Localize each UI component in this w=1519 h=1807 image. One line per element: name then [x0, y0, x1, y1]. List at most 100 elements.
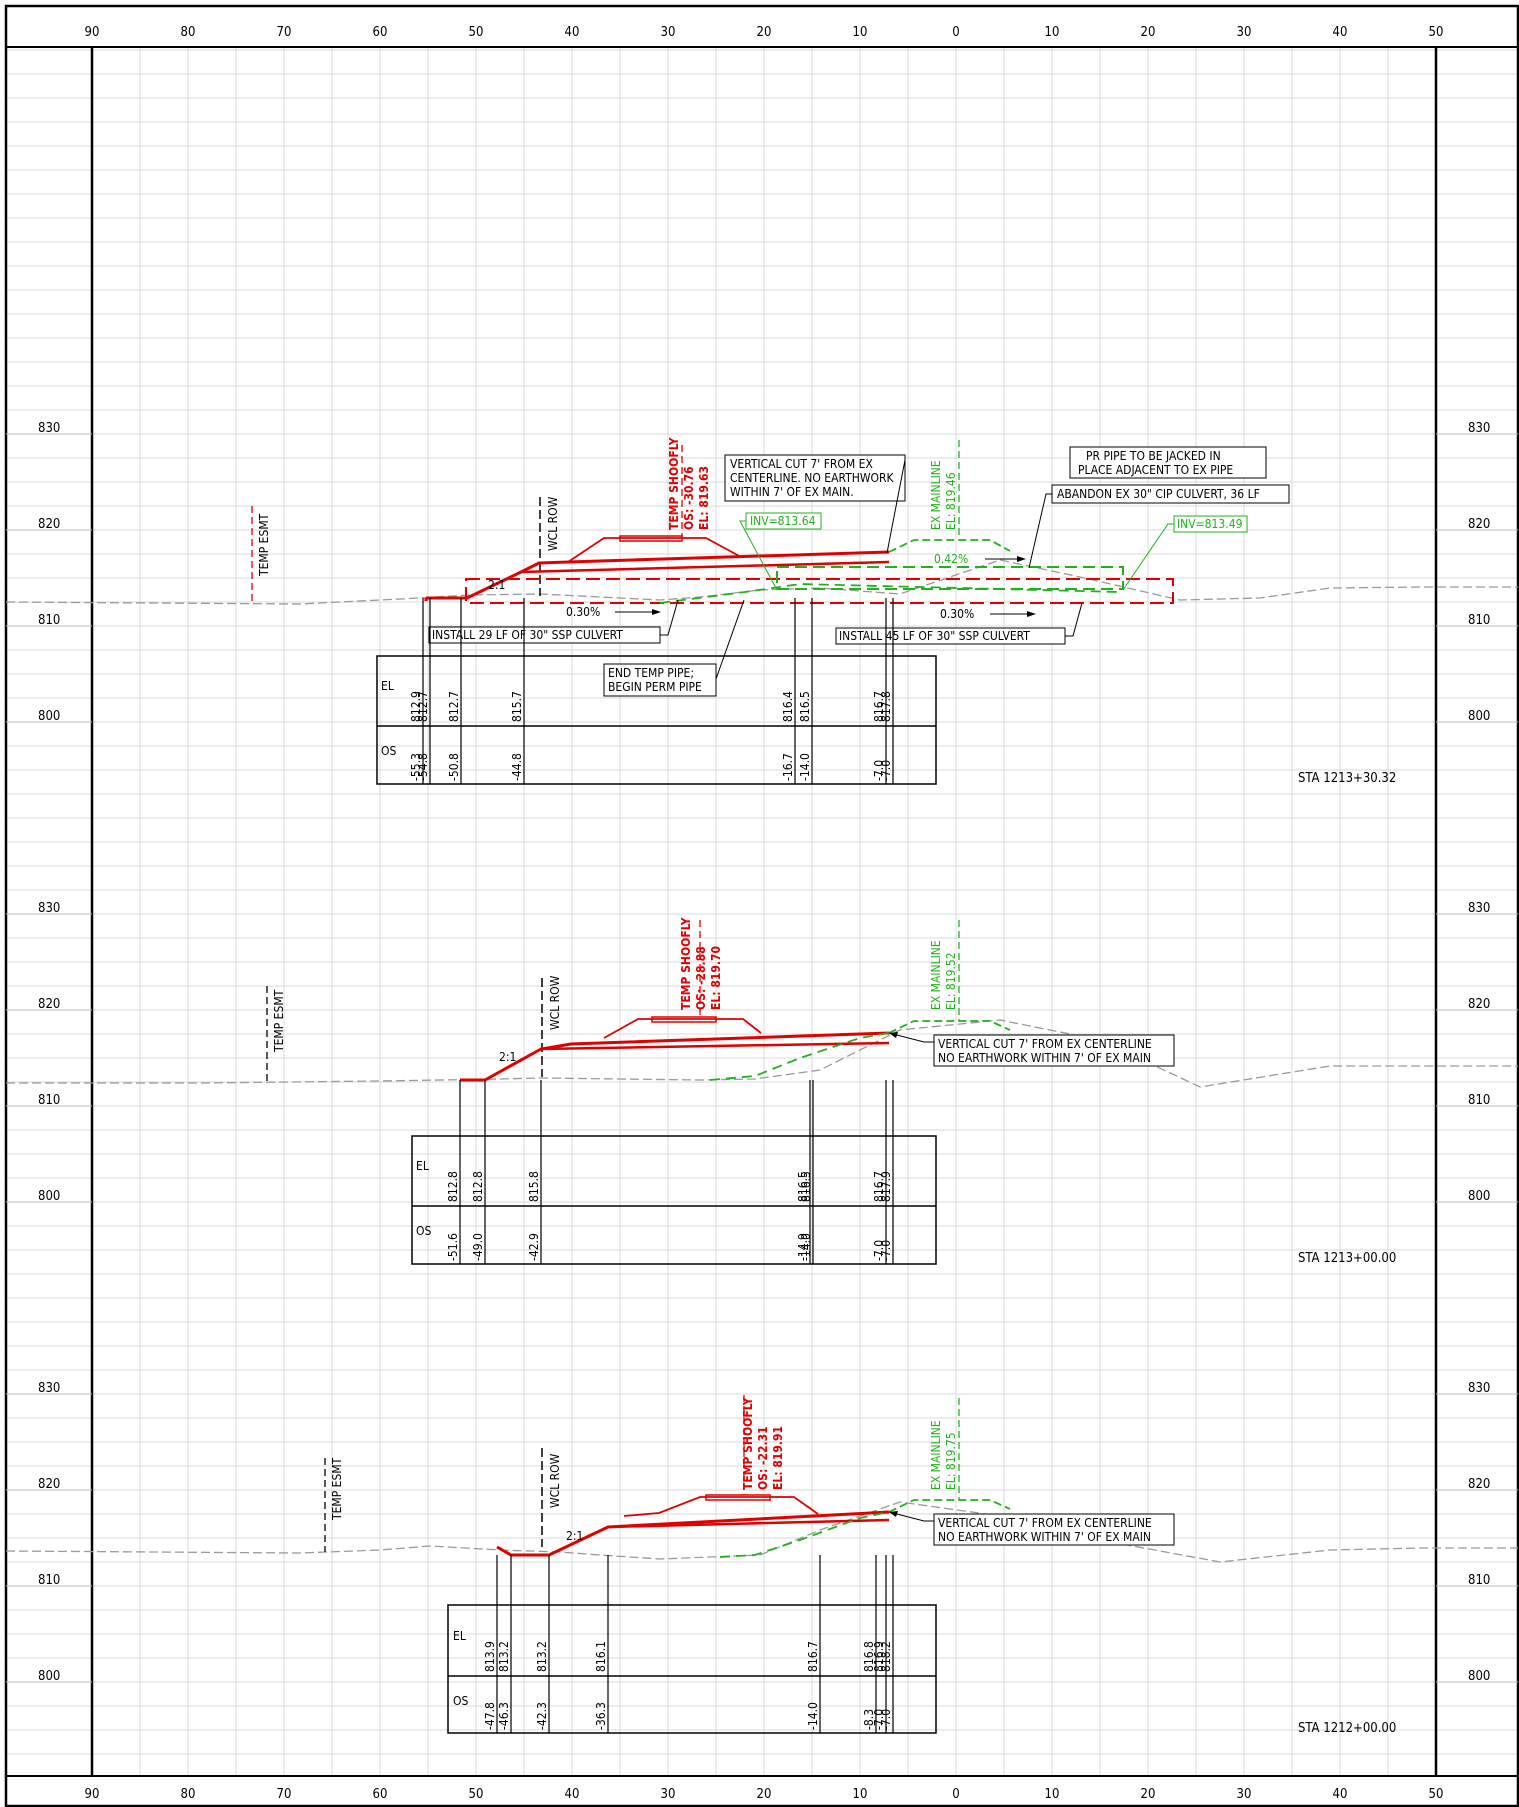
proposed-subgrade-line: [540, 1041, 890, 1051]
existing-mainline-ballast: [888, 539, 1011, 553]
station-label: STA 1213+30.32: [1298, 771, 1396, 786]
elevation-label: 810: [38, 1573, 60, 1588]
elevation-label: 810: [38, 1093, 60, 1108]
grade-mid: 0.42%: [934, 552, 1026, 566]
svg-text:INV=813.49: INV=813.49: [1177, 517, 1243, 531]
shoofly-ballast: [567, 537, 742, 563]
svg-text:NO EARTHWORK WITHIN 7' OF EX M: NO EARTHWORK WITHIN 7' OF EX MAIN: [938, 1530, 1151, 1544]
shoofly-ballast: [623, 1496, 819, 1517]
table-os-value: -44.8: [510, 753, 524, 781]
elevation-label: 800: [1468, 1669, 1490, 1684]
elevation-label: 810: [1468, 1093, 1490, 1108]
offset-tick-label: 70: [277, 25, 292, 40]
elevation-label: 820: [38, 1477, 60, 1492]
data-table-2: EL OS 812.8-51.6812.8-49.0815.8-42.9816.…: [411, 1080, 937, 1265]
table-os-value: -7.0: [872, 760, 886, 781]
mainline-elevation: EL: 819.75: [944, 1432, 958, 1490]
table-el-value: 813.2: [497, 1641, 511, 1672]
station-label: STA 1212+00.00: [1298, 1721, 1396, 1736]
table-os-value: -7.0: [872, 1709, 886, 1730]
table-os-value: -7.0: [872, 1240, 886, 1261]
table-os-value: -50.8: [447, 753, 461, 781]
existing-subgrade-line: [719, 1511, 890, 1558]
table-el-value: 818.2: [879, 1641, 893, 1672]
svg-text:PLACE ADJACENT TO EX PIPE: PLACE ADJACENT TO EX PIPE: [1078, 463, 1233, 477]
proposed-subgrade-line: [520, 560, 890, 574]
svg-text:EL: EL: [416, 1159, 429, 1173]
offset-axis-labels: 9090808070706060505040403030202010100010…: [85, 25, 1444, 1802]
table-el-value: 812.7: [416, 691, 430, 722]
table-os-value: -46.3: [497, 1702, 511, 1730]
shoofly-ties: [651, 1016, 717, 1023]
svg-text:ABANDON EX 30" CIP CULVERT, 36: ABANDON EX 30" CIP CULVERT, 36 LF: [1057, 487, 1260, 501]
table-el-value: 816.9: [872, 1641, 886, 1672]
offset-tick-label: 40: [565, 25, 580, 40]
note-vertical-cut: VERTICAL CUT 7' FROM EX CENTERLINE NO EA…: [888, 1032, 1175, 1067]
table-os-value: -36.3: [594, 1702, 608, 1730]
elevation-label: 830: [1468, 901, 1490, 916]
svg-text:WITHIN 7' OF EX MAIN.: WITHIN 7' OF EX MAIN.: [730, 485, 854, 499]
offset-tick-label: 10: [853, 1787, 868, 1802]
note-inv-left: INV=813.64: [739, 512, 822, 591]
note-vertical-cut: VERTICAL CUT 7' FROM EX CENTERLINE NO EA…: [888, 1511, 1175, 1546]
elevation-label: 810: [1468, 613, 1490, 628]
table-el-value: 812.7: [447, 691, 461, 722]
offset-tick-label: 30: [1237, 25, 1252, 40]
shoofly-offset: OS: -30.76: [682, 466, 696, 530]
offset-tick-label: 20: [1141, 1787, 1156, 1802]
offset-tick-label: 20: [757, 1787, 772, 1802]
elevation-label: 800: [38, 1669, 60, 1684]
svg-text:0.42%: 0.42%: [934, 552, 968, 566]
offset-tick-label: 10: [1045, 1787, 1060, 1802]
table-el-value: 816.1: [594, 1641, 608, 1672]
shoofly-title: TEMP SHOOFLY: [679, 917, 693, 1010]
grid-lines: [6, 47, 1518, 1776]
table-os-value: -51.6: [446, 1233, 460, 1261]
grade-left: 0.30%: [566, 605, 661, 619]
table-el-value: 813.9: [483, 1641, 497, 1672]
offset-tick-label: 60: [373, 25, 388, 40]
temp-esmt-label: TEMP ESMT: [330, 1457, 344, 1521]
note-end-temp-pipe: END TEMP PIPE; BEGIN PERM PIPE: [603, 599, 745, 697]
svg-text:OS: OS: [453, 1694, 468, 1708]
data-table-1: EL OS 812.9-55.3812.7-54.8812.7-50.8815.…: [376, 598, 937, 785]
note-pr-pipe: PR PIPE TO BE JACKED IN PLACE ADJACENT T…: [1069, 446, 1267, 479]
svg-text:BEGIN PERM PIPE: BEGIN PERM PIPE: [608, 680, 702, 694]
mainline-elevation: EL: 819.46: [944, 472, 958, 530]
offset-tick-label: 10: [853, 25, 868, 40]
shoofly-offset: OS: -28.88: [694, 946, 708, 1010]
wcl-row-label: WCL ROW: [546, 496, 560, 551]
shoofly-ballast: [603, 1018, 762, 1039]
offset-tick-label: 0: [952, 1787, 959, 1802]
shoofly-ties: [619, 535, 683, 542]
offset-tick-label: 80: [181, 1787, 196, 1802]
elevation-label: 830: [38, 1381, 60, 1396]
elevation-label: 800: [38, 709, 60, 724]
offset-tick-label: 40: [565, 1787, 580, 1802]
elevation-label: 820: [1468, 1477, 1490, 1492]
slope-ratio-label: 2:1: [499, 1050, 516, 1064]
table-el-value: 815.7: [510, 691, 524, 722]
table-el-value: 816.7: [872, 691, 886, 722]
elevation-label: 820: [1468, 997, 1490, 1012]
offset-tick-label: 80: [181, 25, 196, 40]
svg-text:NO EARTHWORK WITHIN 7' OF EX M: NO EARTHWORK WITHIN 7' OF EX MAIN: [938, 1051, 1151, 1065]
offset-tick-label: 40: [1333, 1787, 1348, 1802]
existing-mainline-ballast: [888, 1499, 1011, 1513]
shoofly-offset: OS: -22.31: [756, 1426, 770, 1490]
svg-text:INSTALL 45 LF OF 30" SSP CULVE: INSTALL 45 LF OF 30" SSP CULVERT: [839, 629, 1030, 643]
wcl-row-label: WCL ROW: [548, 975, 562, 1030]
elevation-label: 830: [1468, 1381, 1490, 1396]
table-el-value: 812.8: [471, 1171, 485, 1202]
section-3: TEMP ESMT WCL ROW 2:1 TEMP SHOOFLY OS: -…: [5, 1395, 1518, 1736]
offset-tick-label: 50: [469, 25, 484, 40]
existing-subgrade-line: [709, 1032, 890, 1081]
section-1: TEMP ESMT WCL ROW 2:1 TEMP SHOOFLY OS: -…: [5, 437, 1518, 786]
table-os-value: -16.7: [781, 753, 795, 781]
table-os-value: -14.0: [799, 1233, 813, 1261]
table-el-value: 816.4: [781, 691, 795, 722]
svg-text:VERTICAL CUT 7' FROM EX CENTER: VERTICAL CUT 7' FROM EX CENTERLINE: [938, 1516, 1152, 1530]
offset-tick-label: 50: [1429, 1787, 1444, 1802]
